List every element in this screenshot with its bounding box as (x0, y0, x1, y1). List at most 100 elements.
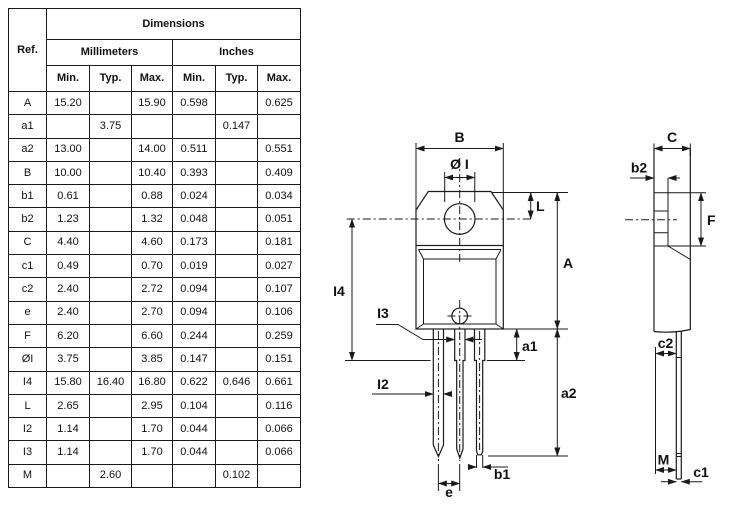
lead-centerlines (437, 331, 481, 461)
dimension-value: 2.60 (89, 463, 132, 489)
row-ref-label: e (8, 300, 47, 325)
dim-label-c1: c1 (693, 464, 709, 480)
dimension-value: 6.20 (46, 323, 90, 349)
dim-label-a1: a1 (522, 338, 538, 354)
col-header: Min. (172, 65, 216, 92)
dimension-value: 0.622 (172, 370, 216, 395)
row-ref-label: I2 (8, 417, 47, 442)
dimension-value (131, 114, 173, 139)
dim-label-M: M (658, 452, 670, 468)
dimension-value (215, 417, 258, 442)
dim-label-C: C (667, 129, 677, 145)
dim-label-B: B (454, 129, 464, 145)
dimension-value: 3.75 (46, 347, 90, 372)
dimension-value: 0.147 (172, 347, 216, 372)
dimension-value (215, 300, 258, 325)
e-extension-lines (437, 464, 461, 491)
dimension-value: 0.661 (257, 370, 301, 395)
row-ref-label: b2 (8, 207, 47, 232)
dimension-value (89, 417, 132, 442)
left-lead (432, 329, 445, 458)
side-view: C b2 F c2 M c1 (625, 129, 716, 485)
dimension-value: 0.61 (46, 184, 90, 209)
dimension-value (215, 207, 258, 232)
header-row-minmax: Min. Typ. Max. Min. Typ. Max. (9, 65, 301, 92)
dimension-value: 10.40 (131, 160, 173, 186)
dim-label-a2: a2 (561, 385, 577, 401)
dim-label-b2: b2 (631, 160, 648, 176)
dimension-value: 15.90 (131, 90, 173, 116)
dimension-value (89, 90, 132, 116)
dimension-value: 0.107 (257, 277, 301, 302)
row-ref-label: F (8, 323, 47, 349)
b1-extension-lines (476, 455, 484, 468)
dimension-value: 0.019 (172, 254, 216, 279)
dimension-value (257, 463, 301, 489)
dimension-value (257, 114, 301, 139)
dimension-value: 0.244 (172, 323, 216, 349)
row-ref-label: B (8, 160, 47, 186)
side-lead-ticks (676, 357, 682, 457)
dim-label-F: F (707, 212, 716, 228)
dimension-value (131, 463, 173, 489)
dimension-value (89, 254, 132, 279)
row-ref-label: I3 (8, 440, 47, 465)
dimension-value: 15.80 (46, 370, 90, 395)
row-ref-label: c2 (8, 277, 47, 302)
l3-leader-line (376, 324, 456, 343)
dimension-value: 0.024 (172, 184, 216, 209)
dimension-value (89, 137, 132, 162)
right-lead (473, 329, 486, 456)
dim-label-e: e (445, 484, 453, 500)
header-row-title: Ref. Dimensions (8, 8, 301, 92)
dimension-value (215, 160, 258, 186)
dimension-value (89, 440, 132, 465)
dimension-value: 1.70 (131, 440, 173, 465)
dimension-value: 0.173 (172, 230, 216, 256)
dimension-value (89, 230, 132, 256)
dimension-value (215, 184, 258, 209)
header-row-units: Millimeters Inches (9, 39, 301, 66)
dimension-value: 10.00 (46, 160, 90, 186)
col-header: Min. (46, 65, 90, 92)
dimension-value: 0.034 (257, 184, 301, 209)
dimension-value: 0.511 (172, 137, 216, 162)
dimension-value (172, 463, 216, 489)
dimension-value: 0.066 (257, 440, 301, 465)
dimension-value: 0.027 (257, 254, 301, 279)
dimension-value: 0.625 (257, 90, 301, 116)
dimension-value: 2.72 (131, 277, 173, 302)
col-header: Typ. (215, 65, 258, 92)
package-mechanical-drawing: B Ø I L A I4 I3 (333, 129, 716, 500)
dimension-value: 0.409 (257, 160, 301, 186)
body-face-lines (654, 192, 706, 247)
dimension-value: 0.102 (215, 463, 258, 489)
dimension-value (46, 463, 90, 489)
dimension-value: 14.00 (131, 137, 173, 162)
dimension-value: 0.116 (257, 393, 301, 419)
dim-label-A: A (563, 255, 573, 271)
row-ref-label: A (8, 90, 47, 116)
dimensions-table: Ref. Dimensions Millimeters Inches Min. … (8, 8, 301, 489)
dimension-value: 0.051 (257, 207, 301, 232)
dim-label-l2: I2 (377, 376, 389, 392)
dimension-value (215, 137, 258, 162)
dimension-value: 2.40 (46, 277, 90, 302)
dimension-value (46, 114, 90, 139)
dimension-value: 0.88 (131, 184, 173, 209)
dimension-value: 0.393 (172, 160, 216, 186)
row-ref-label: C (8, 230, 47, 256)
dimension-value: 2.95 (131, 393, 173, 419)
dimension-value: 2.40 (46, 300, 90, 325)
dimension-value: 1.70 (131, 417, 173, 442)
